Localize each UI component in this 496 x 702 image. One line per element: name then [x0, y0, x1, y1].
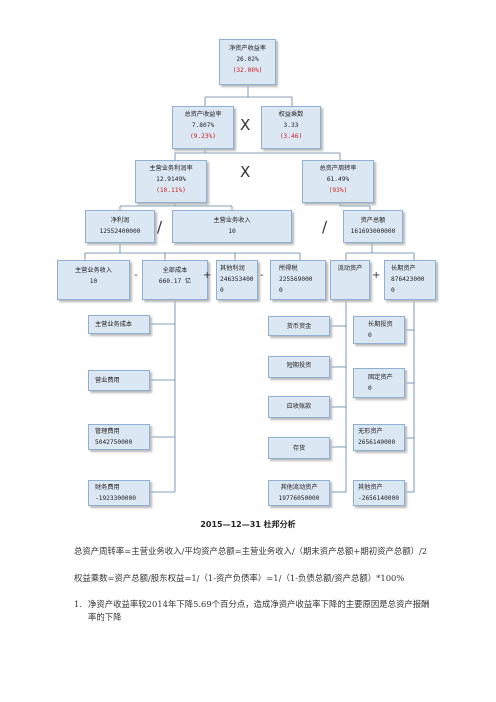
node-label: 其他资产	[358, 484, 383, 491]
node-value: 10	[89, 278, 98, 285]
node-income-tax: 所得税 225569000 0	[270, 260, 326, 300]
node-roa: 总资产收益率 7.807% (9.23%)	[172, 106, 234, 149]
node-label: 主营业务收入	[213, 217, 251, 224]
node-value: 660.17 亿	[158, 278, 192, 285]
node-label: 存货	[292, 445, 306, 452]
node-value-line2: 0	[391, 287, 395, 294]
node-note: (3.46)	[279, 133, 303, 140]
node-label: 长期投资	[368, 321, 393, 328]
node-revenue-2: 主营业务收入 10	[57, 260, 130, 300]
node-value: 0	[368, 385, 372, 392]
node-value: 10	[228, 228, 236, 235]
node-label: 主营业务利润率	[149, 165, 193, 172]
node-long-term-investment: 长期投资 0	[353, 316, 405, 344]
node-fixed-assets: 固定资产 0	[353, 368, 405, 398]
node-other-profit: 其他利润 246353400 0	[216, 260, 258, 300]
node-value: 61.49%	[326, 176, 350, 183]
node-total-assets: 资产总额 161693000000	[343, 210, 403, 243]
node-note: (32.00%)	[232, 67, 263, 74]
node-value: -1923300000	[95, 495, 136, 502]
node-other-assets: 其他资产 -2656140000	[353, 480, 405, 506]
node-revenue: 主营业务收入 10	[172, 210, 292, 243]
operator-divide: /	[157, 218, 163, 236]
node-net-profit: 净利润 12552400000	[85, 210, 155, 243]
node-label: 管理费用	[95, 428, 120, 435]
node-label: 应收账款	[286, 403, 312, 410]
node-label: 长期资产	[391, 265, 416, 272]
node-admin-expense: 管理费用 5042750000	[88, 424, 150, 450]
node-label: 固定资产	[368, 374, 393, 381]
operator-plus: +	[372, 270, 381, 281]
node-value: 225569000	[279, 276, 313, 283]
node-total-cost: 全部成本 660.17 亿	[142, 260, 208, 300]
node-operating-expense: 营业费用	[88, 370, 150, 391]
operator-times: X	[240, 163, 251, 181]
node-longterm-assets: 长期资产 876423000 0	[384, 260, 436, 300]
list-marker: 1.	[74, 599, 82, 609]
diagram-caption: 2015—12—31 杜邦分析	[200, 520, 296, 529]
node-label: 营业费用	[95, 377, 120, 384]
node-label: 净资产收益率	[228, 45, 267, 52]
node-label: 财务费用	[95, 484, 120, 491]
node-value: -2656140000	[358, 495, 399, 502]
node-value: 0	[368, 332, 372, 339]
operator-times: X	[240, 116, 251, 134]
node-label: 短期投资	[286, 362, 312, 369]
node-label: 全部成本	[162, 267, 188, 274]
node-label: 所得税	[279, 265, 298, 272]
node-cash: 货币资金	[268, 316, 330, 336]
operator-minus: -	[260, 270, 264, 281]
formula-paragraph-1: 总资产周转率=主营业务收入/平均资产总额=主营业务收入/（期末资产总额+期初资产…	[74, 546, 428, 556]
node-value: 3.33	[283, 122, 299, 129]
node-value: 246353400	[220, 276, 254, 283]
node-receivables: 应收账款	[268, 396, 330, 418]
node-label: 货币资金	[286, 323, 312, 330]
node-value-line2: 0	[279, 287, 283, 294]
node-value: 12552400000	[99, 228, 141, 235]
node-label: 其他利润	[220, 265, 245, 272]
node-label: 流动资产	[337, 265, 363, 272]
node-label: 净利润	[110, 217, 130, 224]
node-label: 无形资产	[358, 428, 383, 435]
node-intangible-assets: 无形资产 2656140000	[353, 424, 405, 451]
node-value-line2: 0	[220, 287, 224, 294]
node-value: 19776050000	[278, 495, 320, 502]
node-net-profit-margin: 主营业务利润率 12.9149% (10.11%)	[135, 160, 207, 203]
node-label: 主营业务收入	[74, 267, 113, 274]
node-finance-expense: 财务费用 -1923300000	[88, 480, 150, 506]
node-asset-turnover: 总资产周转率 61.49% (93%)	[302, 160, 374, 203]
node-value: 26.02%	[236, 56, 259, 63]
node-value: 12.9149%	[156, 176, 186, 183]
node-value: 7.807%	[191, 122, 215, 129]
node-label: 主营业务成本	[95, 321, 133, 328]
operator-divide: /	[322, 218, 328, 236]
node-value: 161693000000	[350, 228, 396, 235]
node-equity-multiplier: 权益乘数 3.33 (3.46)	[261, 106, 321, 149]
node-other-current-assets: 其他流动资产 19776050000	[268, 480, 330, 506]
node-label: 资产总额	[360, 217, 386, 224]
node-label: 其他流动资产	[280, 484, 318, 491]
operator-minus: -	[134, 270, 138, 281]
node-current-assets: 流动资产	[330, 260, 370, 300]
node-value: 2656140000	[358, 439, 396, 446]
node-short-term-investment: 短期投资	[268, 356, 330, 378]
node-value: 876423000	[391, 276, 425, 283]
formula-paragraph-2: 权益乘数=资产总额/股东权益=1/（1-资产负债率）=1/（1-负债总额/资产总…	[74, 573, 405, 583]
node-roe: 净资产收益率 26.02% (32.00%)	[219, 39, 276, 85]
analysis-list-item: 1. 净资产收益率较2014年下降5.69个百分点，造成净资产收益率下降的主要原…	[74, 598, 434, 624]
node-label: 总资产周转率	[319, 165, 357, 172]
node-label: 权益乘数	[278, 111, 304, 118]
node-inventory: 存货	[268, 437, 330, 459]
node-main-cost: 主营业务成本	[88, 315, 150, 334]
operator-plus: +	[203, 270, 212, 281]
node-note: (10.11%)	[156, 187, 186, 194]
node-label: 总资产收益率	[184, 111, 222, 118]
node-note: (93%)	[328, 187, 348, 194]
list-item-text: 净资产收益率较2014年下降5.69个百分点，造成净资产收益率下降的主要原因是总…	[88, 599, 430, 622]
node-note: (9.23%)	[189, 133, 217, 140]
node-value: 5042750000	[95, 439, 133, 446]
